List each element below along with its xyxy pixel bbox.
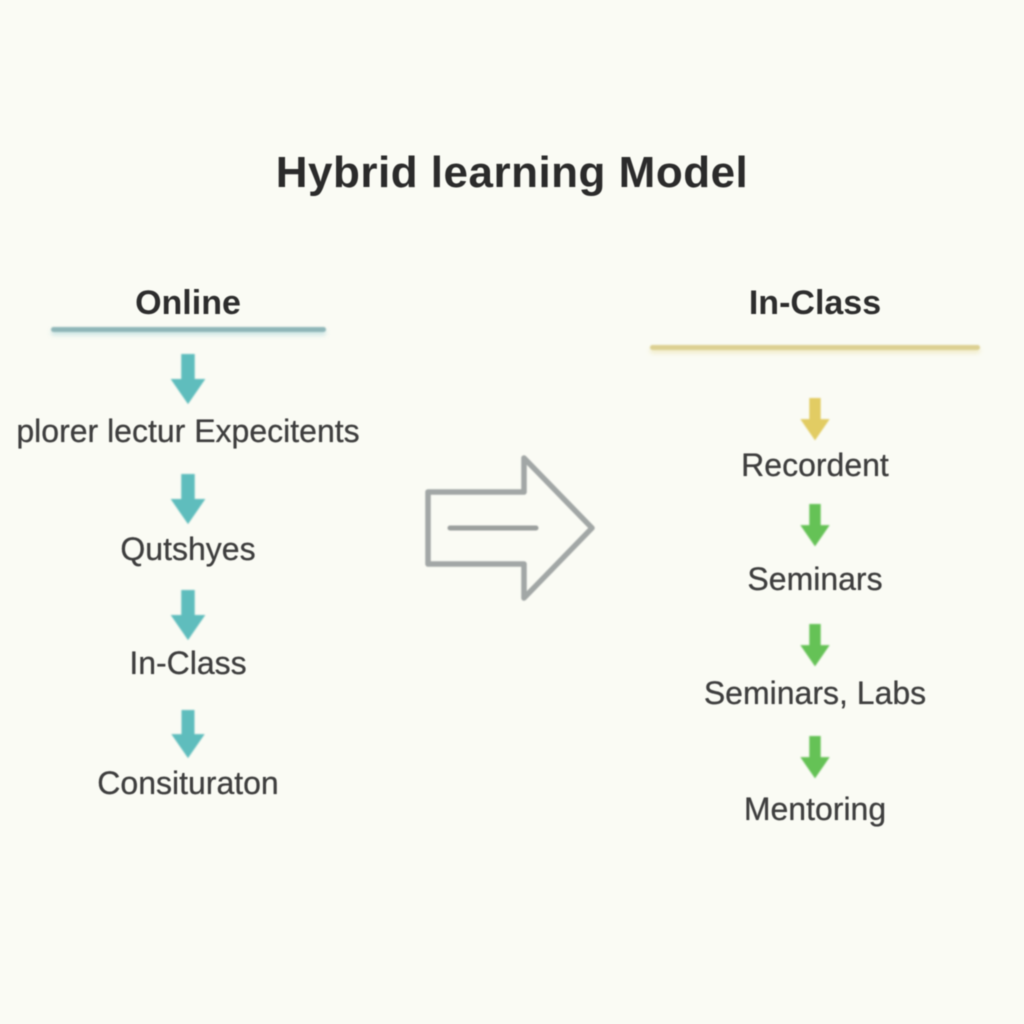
page-title: Hybrid learning Model	[275, 148, 749, 197]
down-arrow-icon	[798, 624, 832, 668]
down-arrow-icon	[169, 710, 207, 760]
down-arrow-icon	[798, 398, 832, 442]
flow-item: Qutshyes	[120, 531, 256, 567]
inclass-header-underline	[650, 345, 980, 350]
online-column-header: Online	[135, 284, 241, 322]
inclass-column-header: In-Class	[748, 284, 882, 322]
flow-item: Mentoring	[743, 791, 887, 827]
down-arrow-icon	[168, 474, 208, 526]
flow-item: Recordent	[741, 447, 889, 483]
down-arrow-icon	[168, 590, 208, 642]
right-arrow-icon	[420, 448, 600, 613]
online-header-underline	[50, 327, 326, 332]
flow-item: Seminars	[747, 561, 883, 597]
flow-item: plorer lectur Expecitents	[16, 413, 360, 449]
inclass-column: In-Class Recordent Seminars Seminars, La…	[640, 283, 990, 828]
down-arrow-icon	[168, 354, 208, 406]
flow-item: Consituraton	[97, 765, 279, 801]
down-arrow-icon	[798, 504, 832, 548]
flow-item: Seminars, Labs	[703, 675, 927, 711]
flow-item: In-Class	[129, 645, 247, 681]
online-column: Online plorer lectur Expecitents Qutshye…	[0, 283, 376, 802]
down-arrow-icon	[798, 736, 832, 780]
